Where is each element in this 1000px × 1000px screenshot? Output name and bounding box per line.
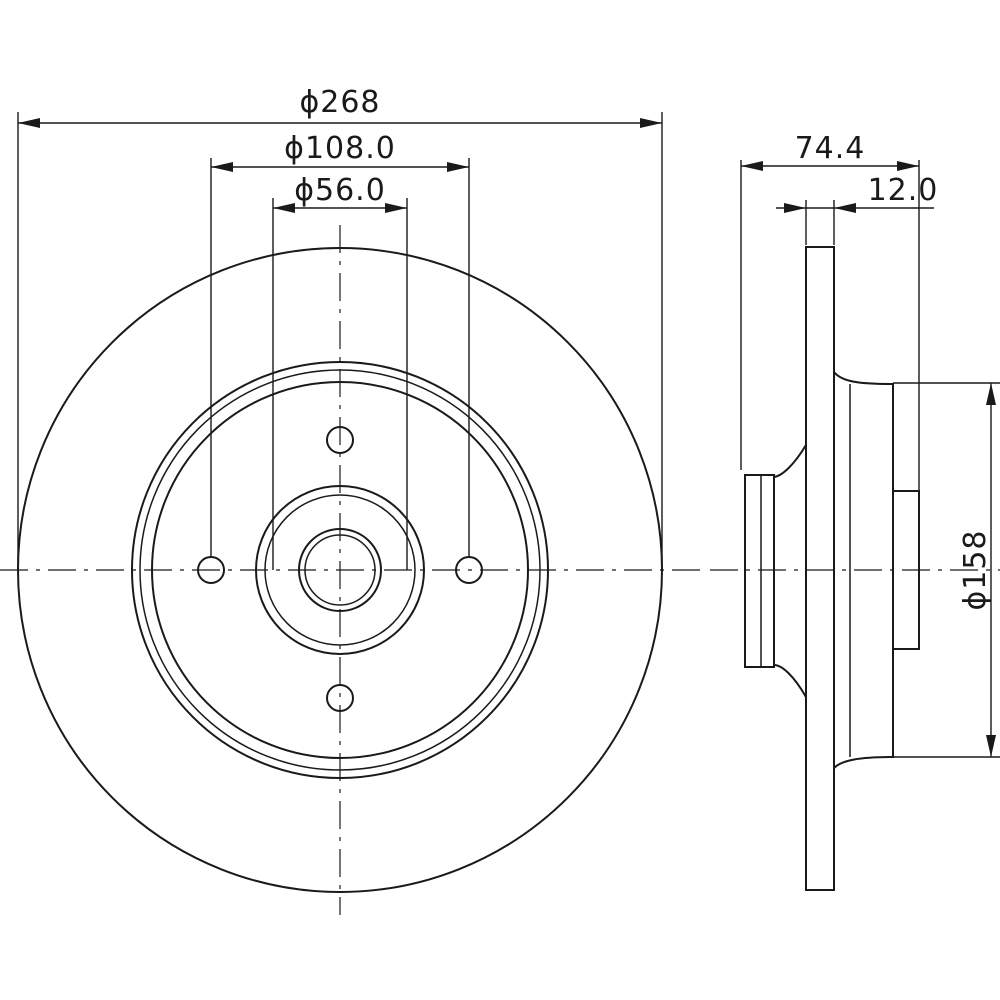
dimension-disc-thickness: 12.0: [776, 173, 939, 213]
hub-nose: [892, 490, 920, 650]
bolt-hole-top: [326, 426, 354, 454]
disc-friction-ring: [805, 246, 835, 891]
side-view: 74.4 12.0 ϕ158: [710, 131, 1000, 891]
disc-thickness-label: 12.0: [868, 173, 939, 208]
bearing-outer-ring: [255, 485, 425, 655]
dimension-hub-diameter: ϕ158: [958, 383, 996, 757]
hat-inner-ring: [139, 369, 541, 771]
outer-diameter-label: ϕ268: [299, 85, 380, 120]
center-bore-inner: [304, 534, 376, 606]
bearing-flange: [773, 444, 807, 698]
center-bore-outer: [298, 528, 382, 612]
center-bore-label: ϕ56.0: [294, 173, 386, 208]
bearing-seal: [744, 474, 775, 668]
dimension-overall-height: 74.4: [741, 131, 919, 171]
hat-face-ring: [151, 381, 529, 759]
hat-outer-ring: [131, 361, 549, 779]
dimension-bolt-circle: ϕ108.0: [211, 131, 469, 172]
bolt-hole-bottom: [326, 684, 354, 712]
dimension-outer-diameter: ϕ268: [18, 85, 662, 128]
bearing-inner-ring: [264, 494, 416, 646]
dimension-center-bore: ϕ56.0: [273, 173, 407, 213]
hub-diameter-label: ϕ158: [958, 529, 993, 610]
front-view: ϕ268 ϕ108.0 ϕ56.0: [0, 85, 700, 915]
bolt-circle-label: ϕ108.0: [284, 131, 396, 166]
overall-height-label: 74.4: [795, 131, 866, 166]
